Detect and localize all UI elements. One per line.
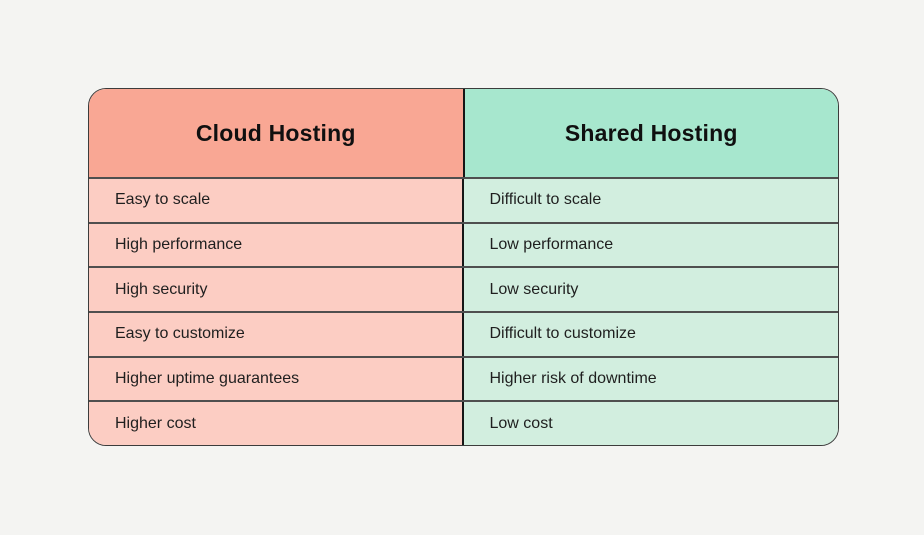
cell-cloud-security: High security	[89, 268, 464, 312]
table-row: Easy to customize Difficult to customize	[89, 311, 838, 356]
table-body: Easy to scale Difficult to scale High pe…	[89, 177, 838, 445]
table-row: Higher cost Low cost	[89, 400, 838, 445]
table-row: Higher uptime guarantees Higher risk of …	[89, 355, 838, 401]
cell-cloud-uptime: Higher uptime guarantees	[89, 357, 464, 401]
column-header-shared-hosting: Shared Hosting	[464, 89, 838, 177]
cell-shared-security: Low security	[463, 268, 838, 312]
cell-cloud-scale: Easy to scale	[89, 179, 464, 222]
cell-shared-customize: Difficult to customize	[463, 313, 838, 356]
cell-shared-performance: Low performance	[463, 223, 838, 267]
cell-shared-cost: Low cost	[463, 402, 838, 445]
column-header-cloud-hosting: Cloud Hosting	[89, 89, 465, 177]
cell-shared-uptime: Higher risk of downtime	[463, 357, 838, 401]
cell-shared-scale: Difficult to scale	[463, 179, 838, 222]
table-row: High security Low security	[89, 266, 838, 312]
hosting-comparison-table: Cloud Hosting Shared Hosting Easy to sca…	[88, 88, 839, 446]
table-row: Easy to scale Difficult to scale	[89, 177, 838, 222]
table-row: High performance Low performance	[89, 221, 838, 267]
cell-cloud-customize: Easy to customize	[89, 313, 464, 356]
table-header-row: Cloud Hosting Shared Hosting	[89, 89, 838, 177]
cell-cloud-performance: High performance	[89, 223, 464, 267]
cell-cloud-cost: Higher cost	[89, 402, 464, 445]
